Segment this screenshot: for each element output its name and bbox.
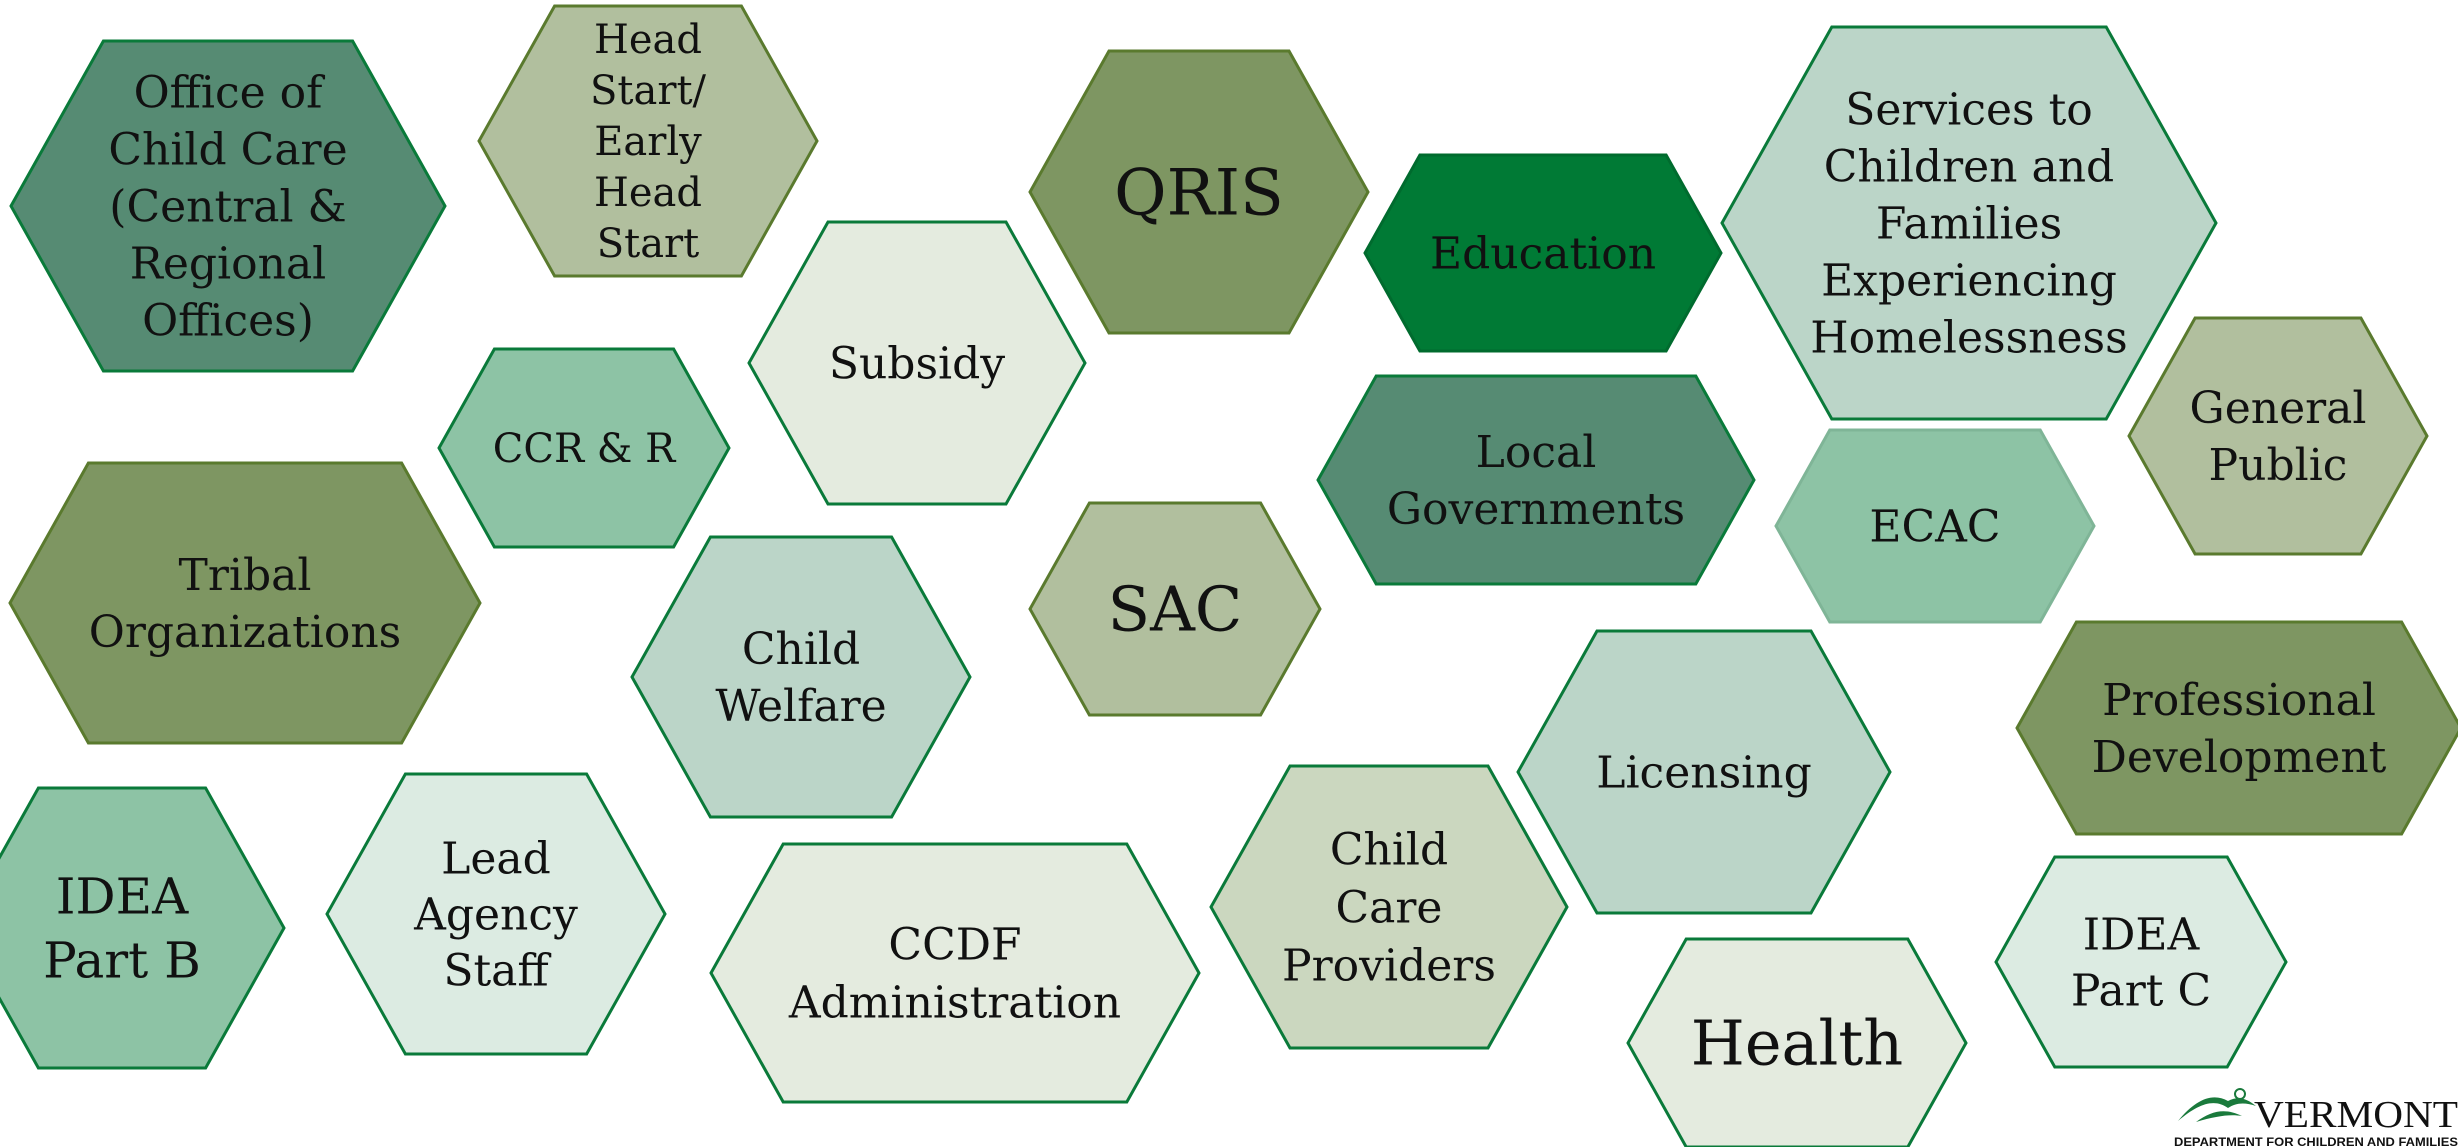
hexagon-label-line: Staff bbox=[443, 945, 551, 996]
hexagon-label-line: Families bbox=[1876, 198, 2062, 249]
hexagon-label-line: Professional bbox=[2102, 675, 2376, 726]
hexagon-label-line: Administration bbox=[788, 977, 1121, 1028]
hexagon-label-line: Child bbox=[1330, 824, 1448, 875]
logo-subtitle: DEPARTMENT FOR CHILDREN AND FAMILIES bbox=[2174, 1135, 2458, 1147]
hexagon-label-line: Services to bbox=[1845, 84, 2093, 135]
hexagon-label-line: Education bbox=[1430, 228, 1656, 279]
hexagon-education: Education bbox=[1363, 153, 1723, 353]
hexagon-label-line: Part C bbox=[2071, 965, 2211, 1016]
hexagon-label-line: Public bbox=[2209, 440, 2348, 491]
hexagon-services-homelessness: Services to Children andFamiliesExperienc… bbox=[1720, 25, 2218, 421]
hexagon-shape bbox=[1028, 49, 1370, 335]
hexagon-label-line: Child bbox=[742, 624, 860, 675]
hexagon-label-line: Early bbox=[594, 119, 702, 165]
hexagon-ccdf-administration: CCDF Administration bbox=[709, 842, 1201, 1104]
hexagon-shape bbox=[1626, 937, 1968, 1147]
hexagon-label-line: Health bbox=[1691, 1007, 1903, 1080]
hexagon-sac: SAC bbox=[1028, 501, 1322, 717]
hexagon-shape bbox=[1363, 153, 1723, 353]
hexagon-shape bbox=[325, 772, 667, 1056]
hexagon-shape bbox=[1720, 25, 2218, 421]
hexagon-label-line: QRIS bbox=[1114, 156, 1284, 230]
hexagon-shape bbox=[2127, 316, 2429, 556]
mountain-icon bbox=[2178, 1088, 2256, 1122]
hexagon-subsidy: Subsidy bbox=[747, 220, 1087, 506]
hexagon-label-line: Children and bbox=[1824, 141, 2114, 192]
hexagon-label-line: Lead bbox=[441, 833, 551, 884]
hexagon-shape bbox=[437, 347, 731, 549]
hexagon-label-line: (Central & bbox=[109, 181, 346, 232]
logo-wordmark: VERMONT bbox=[2254, 1094, 2458, 1136]
hexagon-label-line: Office of bbox=[134, 67, 326, 118]
hexagon-label-line: Offices) bbox=[142, 295, 314, 346]
hexagon-licensing: Licensing bbox=[1516, 629, 1892, 915]
hexagon-health: Health bbox=[1626, 937, 1968, 1147]
hexagon-label-line: Experiencing bbox=[1821, 255, 2117, 306]
hexagon-shape bbox=[1316, 374, 1756, 586]
hexagon-label-line: Homelessness bbox=[1810, 312, 2127, 363]
hexagon-label-line: Agency bbox=[413, 889, 578, 940]
hexagon-label-line: ECAC bbox=[1869, 501, 2000, 552]
hexagon-shape bbox=[1209, 764, 1569, 1050]
hexagon-label-line: Organizations bbox=[89, 607, 402, 658]
hexagon-label-line: Head bbox=[594, 17, 702, 63]
hexagon-label-line: Local bbox=[1476, 427, 1597, 478]
hexagon-office-of-child-care: Office of Child Care (Central & RegionalOff… bbox=[9, 39, 447, 373]
hexagon-label-line: Tribal bbox=[179, 550, 312, 601]
hexagon-shape bbox=[1028, 501, 1322, 717]
hexagon-label-line: Subsidy bbox=[829, 338, 1005, 389]
vermont-dcf-logo: VERMONT DEPARTMENT FOR CHILDREN AND FAMI… bbox=[2174, 1088, 2458, 1147]
hexagon-qris: QRIS bbox=[1028, 49, 1370, 335]
hexagon-label-line: IDEA bbox=[56, 868, 189, 926]
hexagon-label-line: General bbox=[2190, 383, 2367, 434]
hexagon-label-line: SAC bbox=[1108, 573, 1243, 646]
hexagon-idea-part-b: IDEA Part B bbox=[0, 786, 286, 1070]
hexagon-label-line: Care bbox=[1336, 882, 1443, 933]
hexagon-shape bbox=[477, 4, 819, 278]
hexagon-label-line: CCR & R bbox=[493, 426, 677, 472]
hexagon-ecac: ECAC bbox=[1774, 428, 2096, 624]
hexagon-shape bbox=[0, 786, 286, 1070]
hexagon-label-line: Providers bbox=[1282, 940, 1496, 991]
hexagon-label-line: Part B bbox=[43, 932, 201, 990]
hexagon-shape bbox=[8, 461, 482, 745]
hexagon-label-line: Regional bbox=[130, 238, 327, 289]
hexagon-label-line: CCDF bbox=[888, 919, 1021, 970]
hexagon-label-line: IDEA bbox=[2083, 909, 2201, 960]
hexagon-label-line: Start bbox=[597, 221, 700, 267]
hexagon-shape bbox=[747, 220, 1087, 506]
hexagon-label-line: Development bbox=[2092, 732, 2387, 783]
hexagon-label-line: Start/ bbox=[590, 68, 707, 114]
hexagon-shape bbox=[1774, 428, 2096, 624]
hexagon-shape bbox=[709, 842, 1201, 1104]
hexagon-label-line: Child Care bbox=[108, 124, 347, 175]
hexagon-shape bbox=[9, 39, 447, 373]
hexagon-label-line: Governments bbox=[1387, 484, 1685, 535]
hexagon-label-line: Head bbox=[594, 170, 702, 216]
hexagon-layer: Office of Child Care (Central & RegionalOff… bbox=[0, 4, 2458, 1147]
hexagon-shape bbox=[2015, 620, 2458, 836]
hexagon-shape bbox=[1516, 629, 1892, 915]
hexagon-shape bbox=[1994, 855, 2288, 1069]
hexagon-shape bbox=[630, 535, 972, 819]
hexagon-label-line: Welfare bbox=[715, 681, 886, 732]
hexagon-ccr-r: CCR & R bbox=[437, 347, 731, 549]
hexagon-label-line: Licensing bbox=[1596, 747, 1811, 798]
